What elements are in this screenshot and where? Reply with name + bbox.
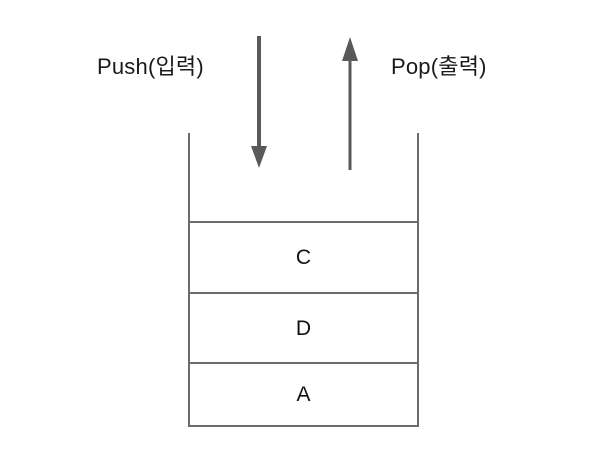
- pop-label: Pop(출력): [391, 54, 487, 79]
- stack-wall-left: [188, 133, 190, 427]
- push-label: Push(입력): [97, 54, 204, 79]
- stack-container: C D A: [188, 133, 419, 427]
- stack-cell: D: [188, 292, 419, 362]
- stack-cell-label: A: [296, 383, 311, 406]
- pop-arrow-up-icon: [342, 37, 358, 170]
- stack-cell-label: D: [295, 316, 312, 340]
- stack-cell-label: C: [295, 246, 312, 269]
- stack-cell: A: [188, 362, 419, 427]
- stack-wall-right: [417, 133, 419, 427]
- stack-cell: C: [188, 221, 419, 292]
- stack-cells: C D A: [188, 221, 419, 427]
- push-arrow-down-icon: [251, 36, 267, 168]
